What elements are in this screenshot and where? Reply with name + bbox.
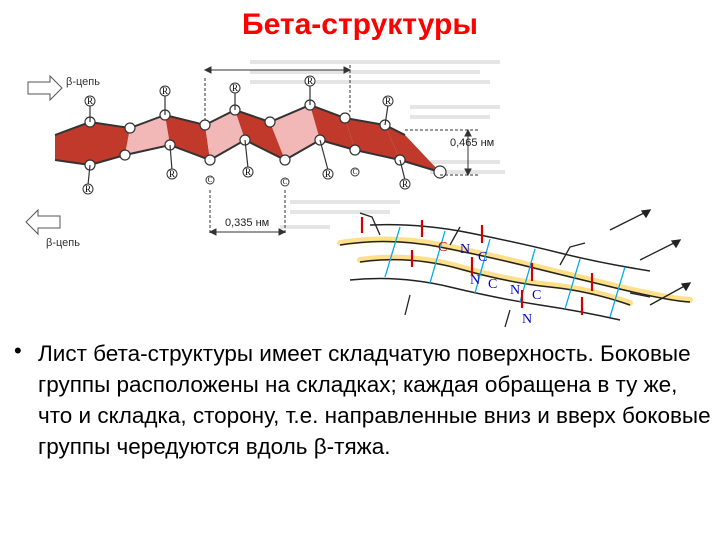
c-label: C — [353, 168, 358, 176]
r-label: R — [385, 96, 391, 106]
side-groups-up — [89, 85, 389, 126]
r-label: R — [169, 169, 175, 179]
atom-label-c: C — [438, 240, 447, 255]
atom-label-n: N — [522, 312, 532, 327]
strand-arrow-top — [27, 74, 63, 102]
dimension-465-label: 0,465 нм — [450, 137, 494, 149]
r-labels-top: R R R R R — [84, 75, 394, 107]
dimension-465 — [405, 128, 480, 177]
r-label: R — [245, 167, 251, 177]
dimension-top-bracket — [203, 65, 352, 120]
atoms-top — [84, 99, 391, 134]
c-atoms-bottom: C C C — [205, 167, 360, 187]
side-groups-down — [87, 139, 406, 186]
incoming-arrows — [609, 209, 692, 306]
atom-label-c: C — [532, 288, 541, 303]
bullet-text: Лист бета-структуры имеет складчатую пов… — [38, 341, 711, 459]
strand-label-bottom: β-цепь — [46, 237, 80, 249]
r-label: R — [307, 76, 313, 86]
r-label: R — [232, 83, 238, 93]
side-branches — [359, 212, 651, 328]
red-ticks — [360, 217, 594, 315]
atom-label-n: N — [460, 242, 470, 257]
bullet-dot: • — [14, 338, 22, 363]
atom-labels: C N C N C N C N — [438, 240, 541, 327]
r-label: R — [162, 86, 168, 96]
slide-title: Бета-структуры — [242, 8, 478, 41]
strand-arrow-bottom — [25, 208, 61, 236]
atom-label-c: C — [478, 250, 487, 265]
strands-schematic-figure: C N C N C N C N — [337, 209, 693, 328]
atom-label-n: N — [470, 273, 480, 288]
dimension-335-label: 0,335 нм — [225, 217, 269, 229]
r-labels-bottom: R R R R R — [82, 166, 411, 195]
pleated-sheet-figure: R R R R R R R R R R C C C β-цепь β-цепь — [25, 60, 505, 249]
h-bonds — [384, 226, 626, 318]
r-label: R — [402, 179, 408, 189]
bullet-item: • Лист бета-структуры имеет складчатую п… — [14, 338, 714, 462]
dimension-335 — [208, 190, 287, 236]
r-label: R — [85, 184, 91, 194]
r-label: R — [325, 169, 331, 179]
atom-label-c: C — [488, 277, 497, 292]
c-label: C — [208, 176, 213, 184]
c-label: C — [283, 178, 288, 186]
r-label: R — [87, 96, 93, 106]
strand-label-top: β-цепь — [66, 76, 100, 88]
atom-label-n: N — [510, 283, 520, 298]
